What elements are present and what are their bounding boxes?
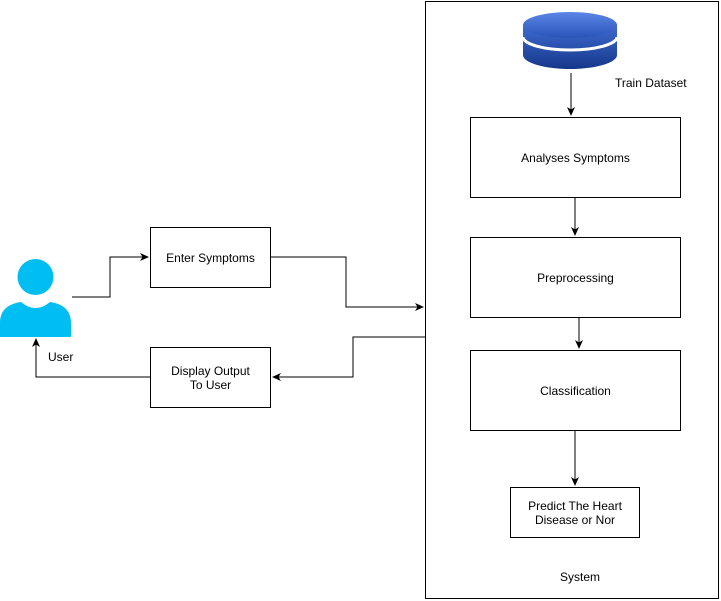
enter-symptoms-label: Enter Symptoms [166,250,255,265]
predict-label: Predict The Heart Disease or Nor [528,498,622,527]
edge-display-output-to-user [32,338,150,378]
preprocessing-label: Preprocessing [537,270,614,285]
enter-symptoms-node: Enter Symptoms [150,227,271,288]
system-label: System [560,570,601,584]
train-dataset-label: Train Dataset [615,76,687,90]
display-output-node: Display Output To User [150,347,271,408]
edge-enter-symptoms-to-system [271,256,424,311]
analyses-symptoms-node: Analyses Symptoms [470,117,681,198]
classification-label: Classification [540,383,611,398]
user-label: User [48,350,74,364]
display-output-label: Display Output To User [171,363,250,392]
edge-user-to-enter-symptoms [72,253,149,298]
analyses-symptoms-label: Analyses Symptoms [521,150,630,165]
edge-system-to-display-output [272,336,425,381]
database-icon [522,12,618,69]
preprocessing-node: Preprocessing [470,237,681,318]
predict-node: Predict The Heart Disease or Nor [510,487,640,538]
user-icon [0,259,71,337]
classification-node: Classification [470,350,681,431]
